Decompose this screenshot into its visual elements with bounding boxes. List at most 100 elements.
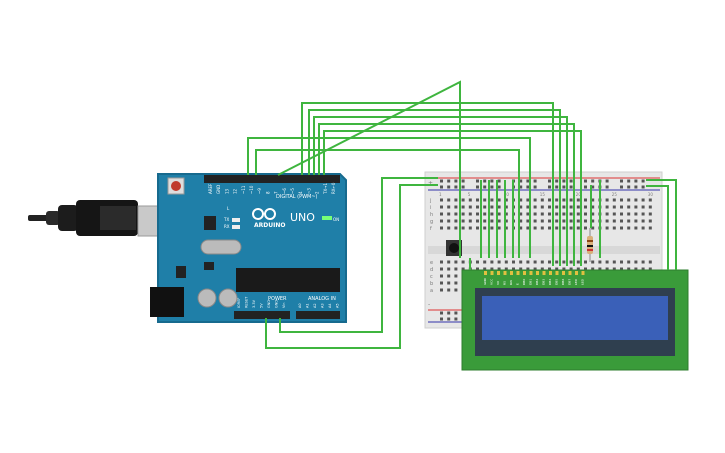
breadboard-hole — [548, 205, 551, 209]
breadboard-hole — [548, 212, 551, 216]
breadboard-hole — [519, 185, 523, 189]
breadboard-hole — [562, 219, 566, 223]
breadboard-hole — [440, 260, 443, 264]
wire — [308, 109, 561, 266]
breadboard-hole — [548, 179, 551, 183]
breadboard-hole — [454, 281, 458, 285]
breadboard-hole — [483, 267, 487, 271]
row-letter: a — [430, 288, 433, 294]
breadboard-hole — [584, 260, 587, 264]
breadboard-hole — [461, 205, 465, 209]
breadboard-hole — [533, 198, 537, 202]
breadboard-hole — [504, 212, 508, 216]
breadboard-hole — [461, 267, 465, 271]
row-letter: j — [429, 198, 431, 204]
breadboard-hole — [620, 260, 623, 264]
breadboard-hole — [548, 260, 551, 264]
breadboard-hole — [454, 198, 458, 202]
col-number: 15 — [540, 192, 546, 197]
breadboard-hole — [627, 260, 631, 264]
rail-plus-label: + — [428, 180, 433, 187]
breadboard-hole — [620, 205, 623, 209]
breadboard-hole — [497, 212, 501, 216]
breadboard-hole — [440, 219, 443, 223]
breadboard-hole — [476, 179, 479, 183]
lcd-pin-label: DB3 — [542, 279, 546, 285]
pushbutton[interactable] — [446, 240, 462, 256]
digital-pin-label: GND — [216, 185, 221, 194]
lcd-pin — [523, 271, 526, 275]
breadboard-hole — [591, 267, 595, 271]
breadboard-hole — [483, 226, 487, 230]
breadboard-hole — [641, 212, 645, 216]
breadboard-hole — [555, 267, 559, 271]
breadboard-hole — [476, 212, 479, 216]
breadboard-hole — [540, 267, 544, 271]
arduino-board[interactable]: ARDUINO UNO DIGITAL (PWM~) POWER ANALOG … — [150, 173, 347, 323]
lcd-pin-label: DB4 — [548, 279, 552, 285]
breadboard-hole — [483, 212, 487, 216]
breadboard-hole — [562, 185, 566, 189]
breadboard-hole — [612, 198, 616, 202]
digital-pin-label: 4 — [298, 191, 303, 194]
wire — [277, 80, 461, 258]
breadboard-hole — [490, 185, 494, 189]
lcd-pin — [510, 271, 513, 275]
breadboard-hole — [497, 198, 501, 202]
wire — [646, 185, 669, 270]
breadboard-hole — [634, 226, 638, 230]
breadboard-hole — [605, 212, 609, 216]
breadboard-hole — [562, 205, 566, 209]
digital-pin-label: TX→1 — [323, 182, 328, 195]
breadboard-hole — [447, 267, 451, 271]
breadboard-hole — [519, 179, 523, 183]
lcd-pin-label: DB7 — [568, 279, 572, 285]
breadboard-hole — [584, 198, 587, 202]
breadboard-hole — [584, 267, 587, 271]
breadboard-hole — [447, 219, 451, 223]
col-number: 10 — [504, 192, 510, 197]
power-pin-label: RESET — [245, 296, 249, 308]
breadboard-hole — [648, 260, 652, 264]
wires — [247, 80, 677, 349]
breadboard-hole — [634, 212, 638, 216]
dc-power-jack — [150, 287, 184, 317]
breadboard-hole — [648, 205, 652, 209]
power-pin-label: GND — [275, 300, 279, 308]
breadboard-hole — [555, 179, 559, 183]
breadboard-hole — [612, 260, 616, 264]
breadboard-hole — [483, 185, 487, 189]
wire — [301, 102, 554, 266]
power-pin-label: 5V — [260, 303, 264, 308]
breadboard-hole — [490, 179, 494, 183]
digital-pin-label: ~5 — [290, 188, 295, 194]
breadboard-hole — [519, 226, 523, 230]
breadboard-hole — [591, 205, 595, 209]
breadboard-hole — [454, 317, 458, 321]
breadboard-hole — [612, 219, 616, 223]
breadboard-hole — [461, 219, 465, 223]
breadboard-hole — [533, 267, 537, 271]
breadboard-hole — [555, 205, 559, 209]
breadboard-hole — [634, 205, 638, 209]
lcd-pin-label: LED — [574, 278, 578, 285]
breadboard-hole — [454, 288, 458, 292]
breadboard-hole — [447, 260, 451, 264]
breadboard-hole — [454, 205, 458, 209]
breadboard-hole — [461, 260, 465, 264]
breadboard-hole — [526, 198, 530, 202]
breadboard-hole — [584, 212, 587, 216]
breadboard-hole — [504, 198, 508, 202]
breadboard-hole — [519, 198, 523, 202]
usb-cable[interactable] — [28, 200, 167, 237]
breadboard-hole — [569, 205, 573, 209]
breadboard-hole — [605, 179, 609, 183]
breadboard-hole — [476, 185, 479, 189]
breadboard-hole — [526, 205, 530, 209]
breadboard-hole — [634, 219, 638, 223]
breadboard-hole — [627, 185, 631, 189]
breadboard-hole — [461, 179, 465, 183]
breadboard-hole — [519, 260, 523, 264]
